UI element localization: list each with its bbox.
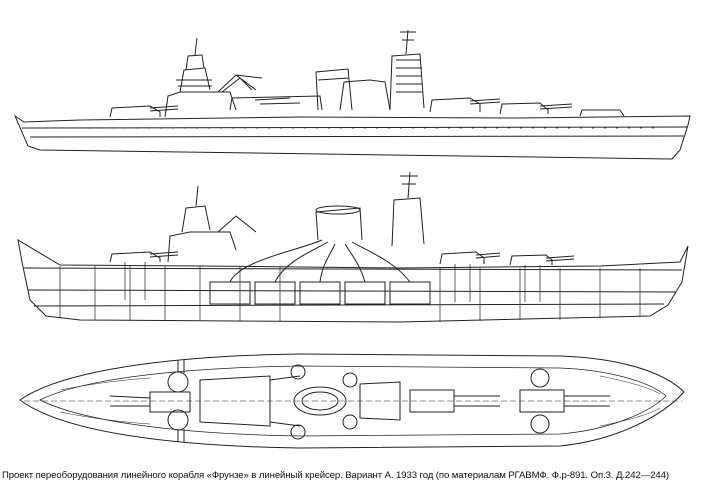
side-funnel xyxy=(316,69,352,110)
figure-caption: Проект переоборудования линейного корабл… xyxy=(2,470,669,481)
inboard-bulkheads xyxy=(60,266,640,322)
deck-funnel xyxy=(294,387,346,415)
inboard-hull xyxy=(18,240,688,322)
side-hull xyxy=(15,116,690,159)
inboard-uptakes xyxy=(230,240,410,282)
deck-after-turrets xyxy=(410,369,610,433)
inboard-funnel xyxy=(316,208,362,240)
side-profile-view xyxy=(15,30,690,159)
deck-forward-turrets xyxy=(110,360,190,442)
inboard-boilers xyxy=(210,282,430,304)
inboard-profile-view xyxy=(18,172,688,322)
deck-plan-view xyxy=(20,354,684,448)
deck-hull-outline xyxy=(20,354,684,448)
